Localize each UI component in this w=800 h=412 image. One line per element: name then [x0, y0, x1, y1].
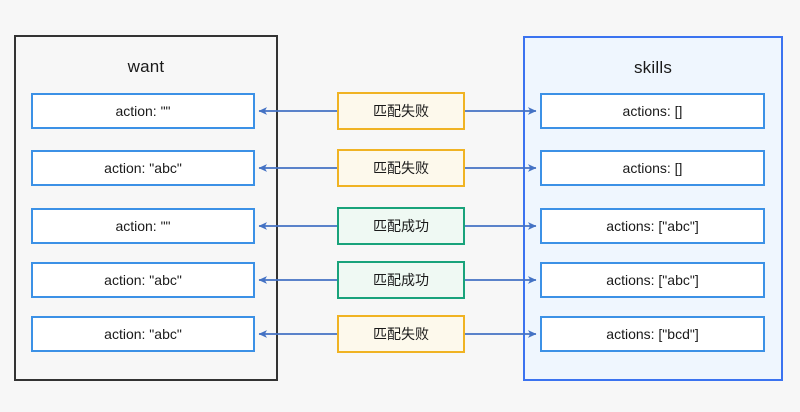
status-box-2: 匹配成功 [337, 207, 465, 245]
skills-panel-title: skills [633, 58, 673, 77]
want-item-2: action: "" [31, 208, 255, 244]
skills-item-1: actions: [] [540, 150, 765, 186]
status-box-1: 匹配失败 [337, 149, 465, 187]
want-item-0: action: "" [31, 93, 255, 129]
skills-item-3: actions: ["abc"] [540, 262, 765, 298]
want-item-3: action: "abc" [31, 262, 255, 298]
skills-item-2: actions: ["abc"] [540, 208, 765, 244]
skills-item-4: actions: ["bcd"] [540, 316, 765, 352]
want-panel-title: want [127, 57, 165, 76]
status-box-4: 匹配失败 [337, 315, 465, 353]
status-box-0: 匹配失败 [337, 92, 465, 130]
want-item-4: action: "abc" [31, 316, 255, 352]
want-item-1: action: "abc" [31, 150, 255, 186]
skills-item-0: actions: [] [540, 93, 765, 129]
status-box-3: 匹配成功 [337, 261, 465, 299]
